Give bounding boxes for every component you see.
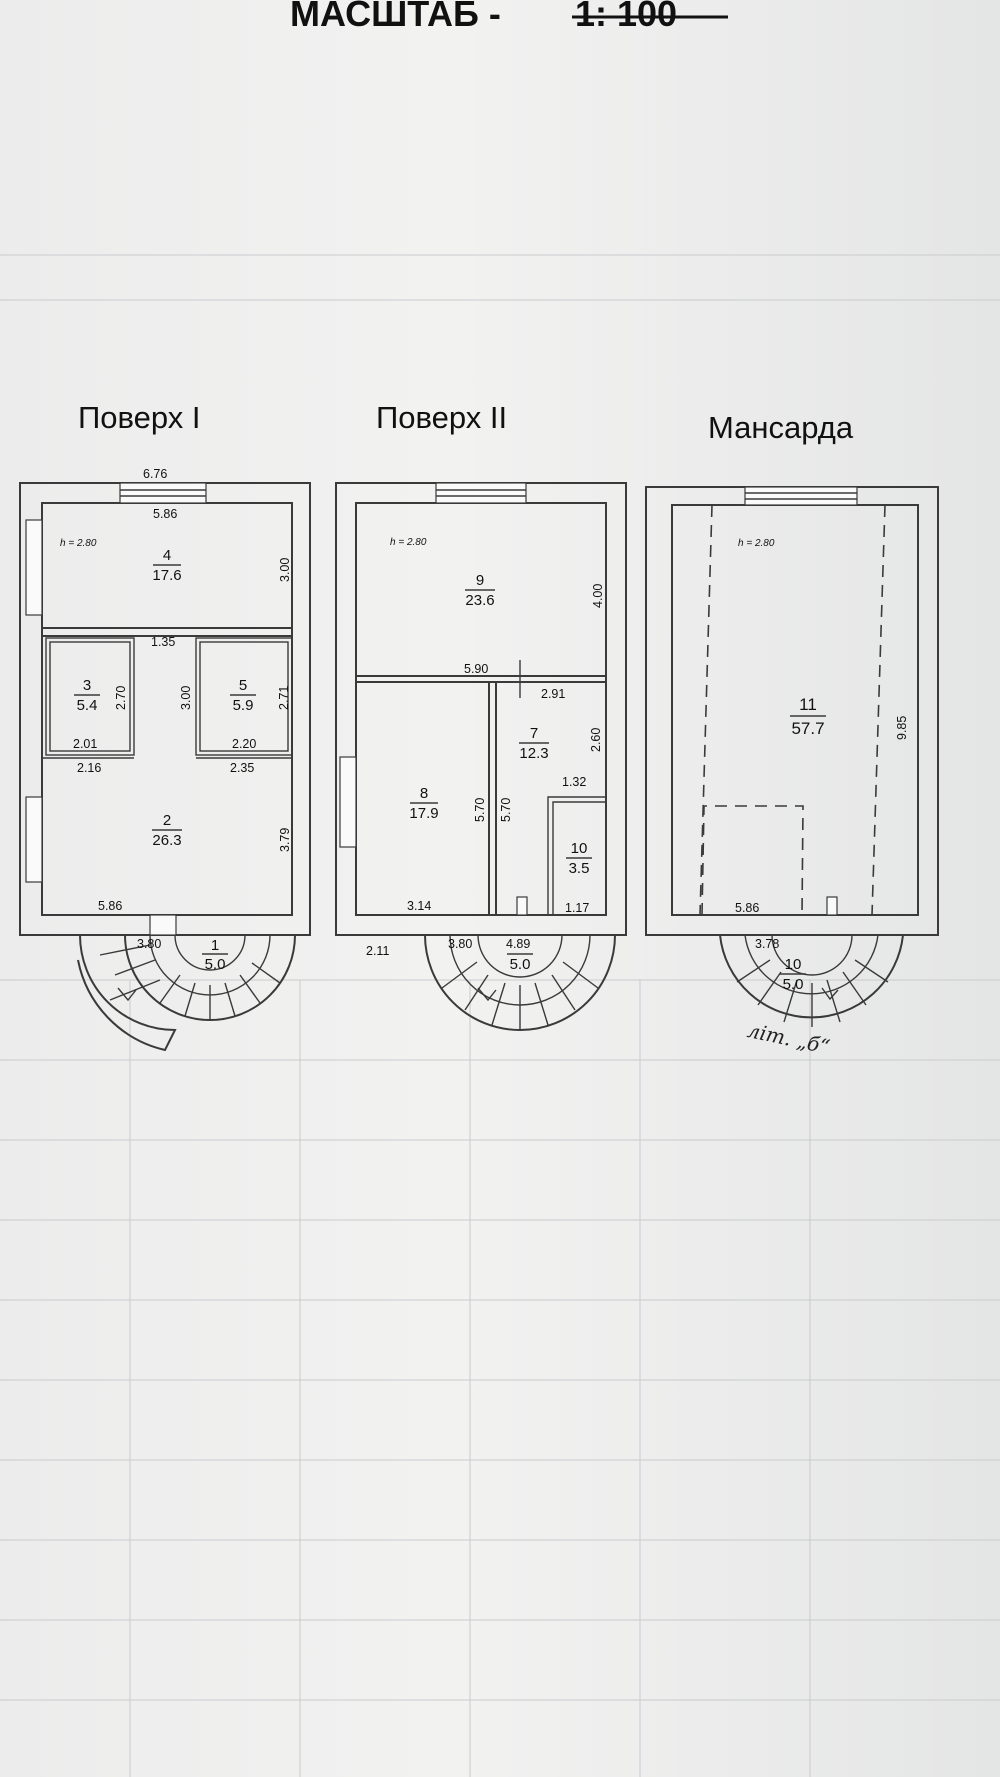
room-4-area: 17.6 <box>152 567 181 584</box>
room-9-num: 9 <box>476 572 484 589</box>
dim-label: 3.80 <box>448 937 472 951</box>
attic-height: h = 2.80 <box>738 538 775 549</box>
room-3-outline <box>45 637 135 756</box>
floor-2-height: h = 2.80 <box>390 537 427 548</box>
dim-label: 3.80 <box>137 937 161 951</box>
room-5-outline <box>195 637 293 756</box>
dim-label: 1.17 <box>565 901 589 915</box>
dim-label: 3.78 <box>755 937 779 951</box>
dim-label: 6.76 <box>143 467 167 481</box>
scale-label: МАСШТАБ - <box>290 0 501 34</box>
room-8-num: 8 <box>420 785 428 802</box>
floor-2-plan: h = 2.80 9 23.6 7 12.3 8 17.9 10 3.5 5.0… <box>335 482 627 1031</box>
dim-label: 4.89 <box>506 937 530 951</box>
room-1-num: 1 <box>211 937 219 954</box>
room-7-num: 7 <box>530 725 538 742</box>
room-9-area: 23.6 <box>465 592 494 609</box>
room-2-num: 2 <box>163 812 171 829</box>
dim-label: 5.86 <box>98 899 122 913</box>
room-10-num: 10 <box>571 840 588 857</box>
room-3-area: 5.4 <box>77 697 98 714</box>
room-1-area: 5.0 <box>205 956 226 973</box>
dim-label: 3.79 <box>278 828 292 852</box>
room-5-num: 5 <box>239 677 247 694</box>
dim-label: 1.35 <box>151 635 175 649</box>
room-10-area: 3.5 <box>569 860 590 877</box>
dim-label: 3.14 <box>407 899 431 913</box>
floor-2-window-top <box>435 482 527 504</box>
dim-label: 9.85 <box>895 716 909 740</box>
dim-label: 5.70 <box>499 798 513 822</box>
dim-label: 5.86 <box>153 507 177 521</box>
room-5-area: 5.9 <box>233 697 254 714</box>
dim-label: 3.00 <box>278 558 292 582</box>
floor-1-title: Поверх I <box>78 400 201 435</box>
attic-stair-area: 5.0 <box>783 976 804 993</box>
dim-label: 5.86 <box>735 901 759 915</box>
floor-1-entry-door <box>149 914 177 936</box>
dim-label: 2.11 <box>366 944 389 958</box>
room-11-num: 11 <box>799 695 817 714</box>
dim-label: 4.00 <box>591 584 605 608</box>
handwritten-note: літ. „б“ <box>745 1018 832 1059</box>
background-grid <box>0 254 1000 1777</box>
dim-label: 2.91 <box>541 687 565 701</box>
floor-1-window-left-2 <box>25 796 43 883</box>
dim-label: 2.01 <box>73 737 97 751</box>
room-2-area: 26.3 <box>152 832 181 849</box>
room-11-area: 57.7 <box>791 719 824 738</box>
floor-1-height: h = 2.80 <box>60 538 97 549</box>
dim-label: 3.00 <box>179 686 193 710</box>
dim-label: 1.32 <box>562 775 586 789</box>
room-8-area: 17.9 <box>409 805 438 822</box>
floor-2-title: Поверх II <box>376 400 507 435</box>
floor-2-outer-wall <box>335 482 627 936</box>
attic-stair-num: 10 <box>785 956 802 973</box>
attic-title: Мансарда <box>708 410 854 445</box>
floor-1-window-left-1 <box>25 519 43 616</box>
dim-label: 2.35 <box>230 761 254 775</box>
floor-1-inner-wall <box>41 502 293 916</box>
attic-inner-wall <box>671 504 919 916</box>
floor-2-stair-area: 5.0 <box>510 956 531 973</box>
attic-window-top <box>744 486 858 506</box>
room-7-area: 12.3 <box>519 745 548 762</box>
dim-label: 2.70 <box>114 686 128 710</box>
room-3-num: 3 <box>83 677 91 694</box>
attic-outer-wall <box>645 486 939 936</box>
dim-label: 2.60 <box>589 728 603 752</box>
dim-label: 5.90 <box>464 662 488 676</box>
dim-label: 5.70 <box>473 798 487 822</box>
dim-label: 2.20 <box>232 737 256 751</box>
floor-1-plan: h = 2.80 4 17.6 3 5.4 5 5.9 2 26.3 1 5.0… <box>19 467 311 1052</box>
scale-header: МАСШТАБ - 1: 100 <box>290 0 728 34</box>
dim-label: 2.16 <box>77 761 101 775</box>
floor-1-window-top <box>119 482 207 504</box>
floor-1-stair-outer-wall <box>77 934 177 1052</box>
floor-2-window-left <box>339 756 357 848</box>
attic-plan: h = 2.80 11 57.7 10 5.0 9.85 5.86 3.78 <box>645 486 939 1027</box>
dim-label: 2.71 <box>277 686 291 710</box>
floor-2-inner-wall <box>355 502 607 916</box>
room-4-num: 4 <box>163 547 171 564</box>
